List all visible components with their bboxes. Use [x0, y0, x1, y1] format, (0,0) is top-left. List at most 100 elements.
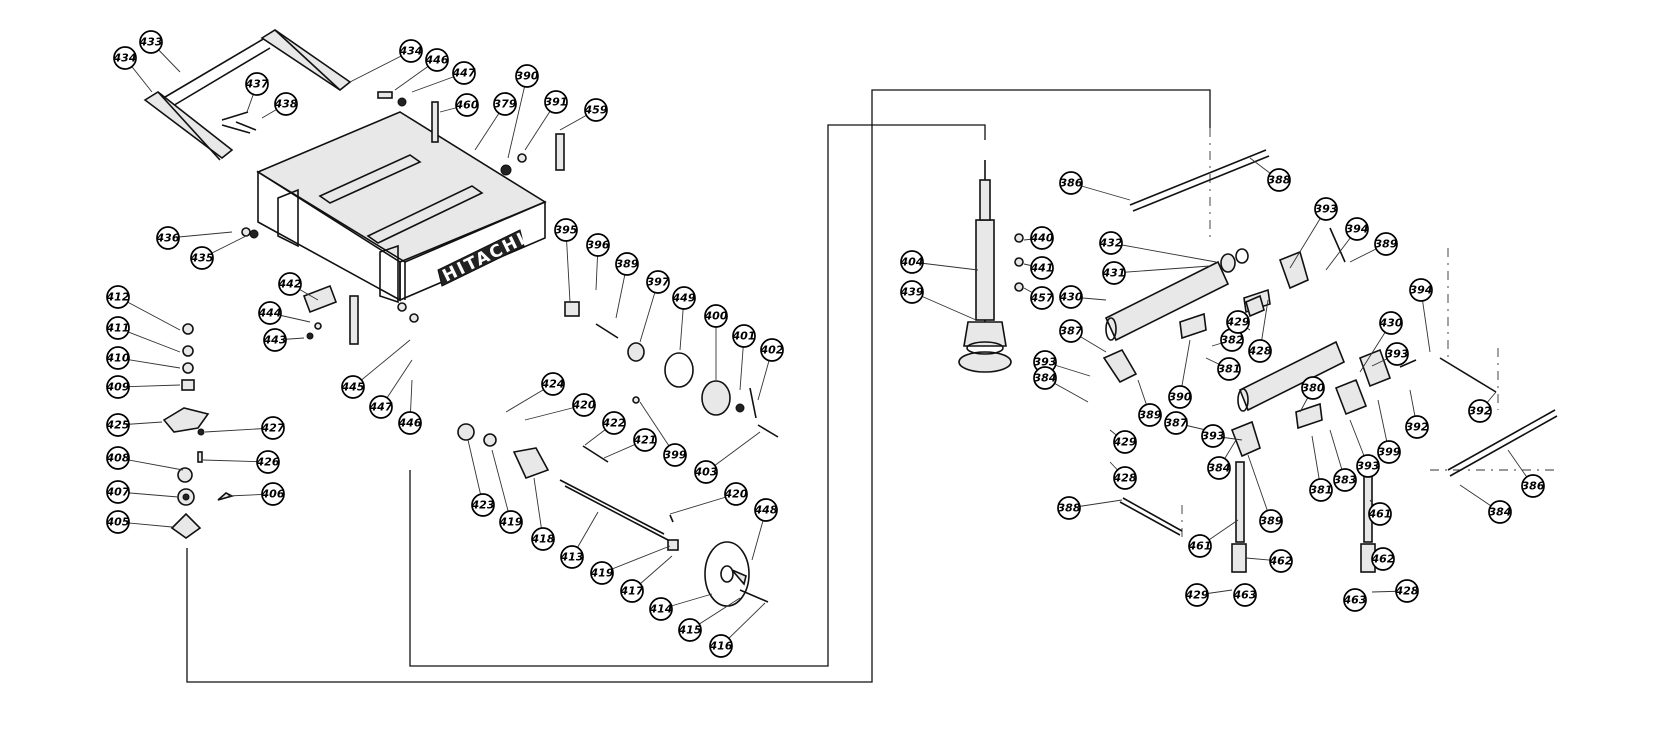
callout-label: 411	[106, 322, 130, 335]
callout-circle	[1217, 357, 1241, 381]
callout-label: 412	[106, 291, 130, 304]
callout-408: 408	[106, 446, 130, 470]
callout-407: 407	[106, 480, 130, 504]
callout-396: 396	[586, 233, 610, 257]
callout-label: 444	[258, 307, 282, 320]
callout-circle	[256, 450, 280, 474]
callout-leader	[507, 75, 528, 159]
callout-label: 463	[1343, 594, 1367, 607]
callout-label: 441	[1030, 262, 1054, 275]
callout-label: 381	[1310, 484, 1333, 497]
callout-430: 430	[1379, 311, 1403, 335]
callout-label: 433	[139, 36, 163, 49]
callout-circle	[106, 375, 130, 399]
callout-label: 446	[425, 54, 449, 67]
callout-circle	[1405, 415, 1429, 439]
callout-circle	[672, 286, 696, 310]
extension-table	[143, 29, 352, 161]
callout-label: 460	[455, 99, 479, 112]
callout-428: 428	[1248, 339, 1272, 363]
callout-382: 382	[1220, 328, 1244, 352]
callout-circle	[139, 30, 163, 54]
callout-label: 404	[900, 256, 924, 269]
callout-circle	[1233, 583, 1257, 607]
callout-381: 381	[1309, 478, 1333, 502]
callout-label: 445	[341, 381, 365, 394]
callout-412: 412	[106, 285, 130, 309]
callout-circle	[900, 250, 924, 274]
callout-label: 408	[106, 452, 130, 465]
callout-label: 394	[1410, 284, 1433, 297]
callout-label: 384	[1034, 372, 1057, 385]
callout-447: 447	[452, 61, 476, 85]
callout-label: 380	[1302, 382, 1325, 395]
callout-circle	[455, 93, 479, 117]
callout-463: 463	[1343, 588, 1367, 612]
callout-label: 428	[1395, 585, 1419, 598]
callout-414: 414	[649, 597, 673, 621]
callout-label: 395	[555, 224, 578, 237]
callout-circle	[106, 285, 130, 309]
callout-label: 391	[545, 96, 568, 109]
callout-label: 388	[1268, 174, 1291, 187]
callout-circle	[602, 411, 626, 435]
callout-418: 418	[531, 527, 555, 551]
callout-circle	[258, 301, 282, 325]
callout-circle	[724, 482, 748, 506]
callout-label: 414	[649, 603, 673, 616]
callout-circle	[1188, 534, 1212, 558]
callout-442: 442	[278, 272, 302, 296]
callout-label: 429	[1185, 589, 1209, 602]
callout-448: 448	[754, 498, 778, 522]
callout-circle	[1521, 474, 1545, 498]
callout-circle	[278, 272, 302, 296]
callout-label: 447	[452, 67, 476, 80]
callout-label: 393	[1315, 203, 1338, 216]
callout-394: 394	[1409, 278, 1433, 302]
callout-label: 462	[1269, 555, 1293, 568]
callout-circle	[1113, 430, 1137, 454]
callout-label: 423	[471, 499, 495, 512]
connection-frames	[186, 89, 1555, 683]
callout-444: 444	[258, 301, 282, 325]
callout-label: 442	[278, 278, 302, 291]
callout-394: 394	[1345, 217, 1369, 241]
callout-circle	[1301, 376, 1325, 400]
callout-422: 422	[602, 411, 626, 435]
callout-405: 405	[106, 510, 130, 534]
callout-label: 399	[1378, 446, 1401, 459]
callout-426: 426	[256, 450, 280, 474]
callout-label: 410	[106, 352, 130, 365]
callout-label: 387	[1165, 417, 1188, 430]
callout-399: 399	[663, 443, 687, 467]
callout-label: 446	[398, 417, 422, 430]
callout-428: 428	[1113, 466, 1137, 490]
callout-circle	[633, 428, 657, 452]
callout-circle	[1057, 496, 1081, 520]
callout-label: 462	[1371, 553, 1395, 566]
planer-body: HITACHI	[256, 111, 547, 304]
callout-circle	[554, 218, 578, 242]
callout-403: 403	[694, 460, 718, 484]
callout-label: 437	[245, 78, 269, 91]
callout-label: 429	[1113, 436, 1137, 449]
callout-circle	[1371, 547, 1395, 571]
callout-label: 426	[256, 456, 280, 469]
callout-430: 430	[1059, 285, 1083, 309]
callout-423: 423	[471, 493, 495, 517]
callout-label: 435	[190, 252, 214, 265]
callout-459: 459	[584, 98, 608, 122]
callout-circle	[615, 252, 639, 276]
callout-circle	[106, 316, 130, 340]
callout-label: 434	[113, 52, 137, 65]
callout-circle	[106, 480, 130, 504]
callout-circle	[544, 90, 568, 114]
callout-label: 449	[672, 292, 696, 305]
callout-label: 428	[1113, 472, 1137, 485]
roller-assembly	[1102, 149, 1558, 573]
callout-446: 446	[425, 48, 449, 72]
callout-443: 443	[263, 328, 287, 352]
column-parts	[162, 323, 235, 539]
callout-447: 447	[369, 395, 393, 419]
